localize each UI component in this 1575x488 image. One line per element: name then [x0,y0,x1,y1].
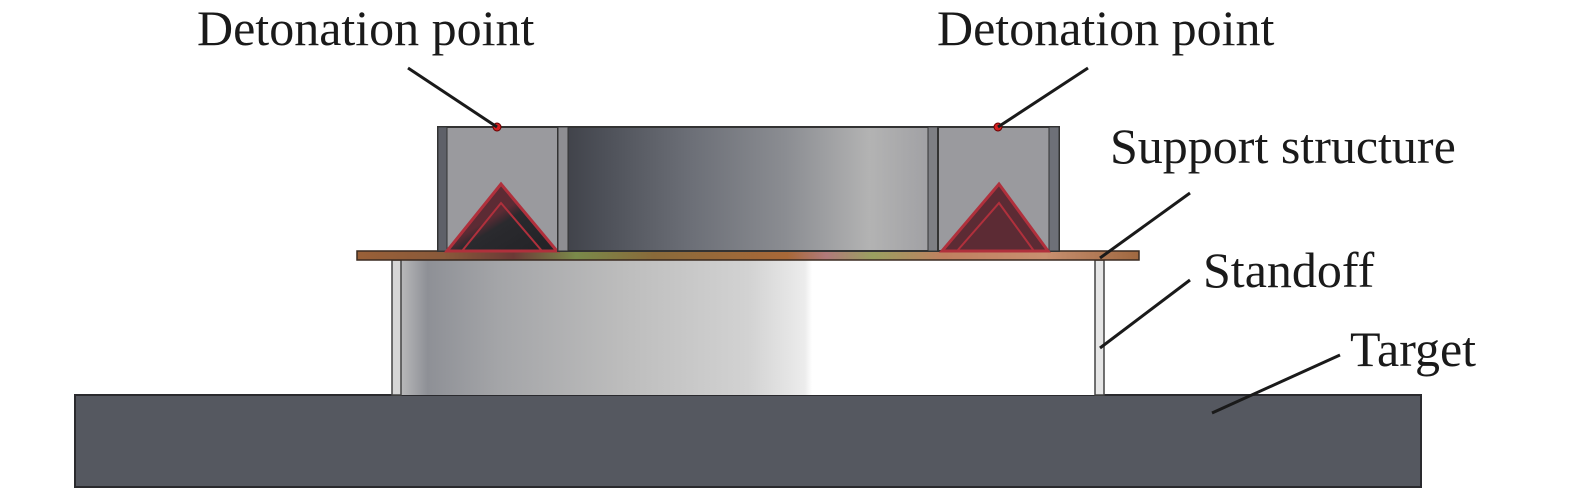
leader-target [1211,353,1341,415]
center-charge-sep-right [927,126,939,252]
center-charge-body [557,126,939,252]
target-block [74,394,1422,488]
leader-detonation-left [407,66,498,129]
standoff-wall-right [1094,259,1105,396]
center-charge-sep-left [557,126,569,252]
standoff-cylinder [392,260,1104,395]
leader-standoff [1099,278,1191,350]
label-standoff: Standoff [1203,242,1375,298]
label-support-structure: Support structure [1110,118,1456,174]
label-detonation-right: Detonation point [937,0,1275,56]
right-liner-inner [954,201,1036,252]
leader-detonation-right [997,66,1089,129]
left-liner-inner [459,201,545,252]
label-detonation-left: Detonation point [197,0,535,56]
label-target: Target [1350,321,1476,377]
leader-support-structure [1099,191,1191,260]
standoff-wall-left [391,259,402,396]
left-charge-edge [437,126,448,252]
right-charge-edge [1048,126,1060,252]
